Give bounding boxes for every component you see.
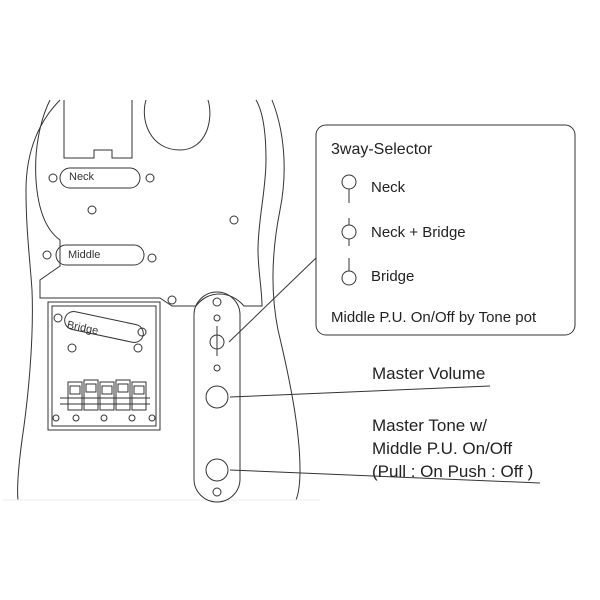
selector-position-neck: Neck xyxy=(371,179,406,196)
bridge-saddles xyxy=(60,379,150,411)
bridge-pickup-screw xyxy=(137,327,147,337)
selector-screw xyxy=(213,364,221,372)
middle-pickup xyxy=(55,244,145,266)
control-plate-screw xyxy=(212,297,222,307)
selector-legend-title: 3way-Selector xyxy=(331,141,433,158)
neck-pickup-screw-left xyxy=(48,173,58,183)
switch-bridge-icon xyxy=(341,258,357,286)
pickguard-screw xyxy=(167,295,177,305)
neck-pocket xyxy=(63,100,133,159)
master-tone-label-line1: Master Tone w/ xyxy=(372,416,487,435)
selector-leader-line xyxy=(228,257,317,343)
bridge-screw xyxy=(52,414,60,422)
selector-legend-box xyxy=(315,124,576,336)
bridge-pickup xyxy=(64,311,144,343)
master-tone-label-line2: Middle P.U. On/Off xyxy=(372,439,513,458)
volume-knob xyxy=(205,385,229,409)
guitar-body-outline xyxy=(17,99,61,501)
neck-cutaway xyxy=(143,99,211,151)
guitar-body-outline-right xyxy=(271,99,301,501)
pickguard-screw xyxy=(87,205,97,215)
master-tone-label-line3: (Pull : On Push : Off ) xyxy=(372,462,534,481)
selector-legend-footnote: Middle P.U. On/Off by Tone pot xyxy=(331,309,537,326)
selector-position-bridge: Bridge xyxy=(371,268,415,285)
master-volume-label: Master Volume xyxy=(372,364,486,383)
volume-leader-line xyxy=(229,385,491,398)
selector-position-neck-bridge: Neck + Bridge xyxy=(371,224,466,241)
tone-knob xyxy=(205,458,229,482)
bridge-screw xyxy=(72,414,80,422)
neck-pickup-label: Neck xyxy=(69,171,95,183)
bridge-plate xyxy=(47,301,161,431)
bridge-screw xyxy=(133,343,143,353)
middle-pickup-screw-left xyxy=(42,250,52,260)
bridge-screw xyxy=(148,414,156,422)
pickguard-outline xyxy=(35,99,267,307)
middle-pickup-screw-right xyxy=(147,253,157,263)
middle-pickup-label: Middle xyxy=(68,249,101,261)
switch-neck-bridge-icon xyxy=(341,218,357,246)
neck-pickup xyxy=(59,167,141,189)
selector-knob xyxy=(209,334,225,350)
control-plate-screw xyxy=(212,487,222,497)
bridge-screw xyxy=(100,414,108,422)
tone-leader-line xyxy=(229,469,541,484)
selector-screw xyxy=(213,314,221,322)
bridge-plate-inner xyxy=(51,305,157,427)
neck-pickup-screw-right xyxy=(145,173,155,183)
bridge-pickup-screw xyxy=(53,313,63,323)
bridge-screw xyxy=(128,414,136,422)
pickguard-screw xyxy=(229,215,239,225)
bridge-screw xyxy=(67,343,77,353)
switch-neck-icon xyxy=(341,174,357,203)
